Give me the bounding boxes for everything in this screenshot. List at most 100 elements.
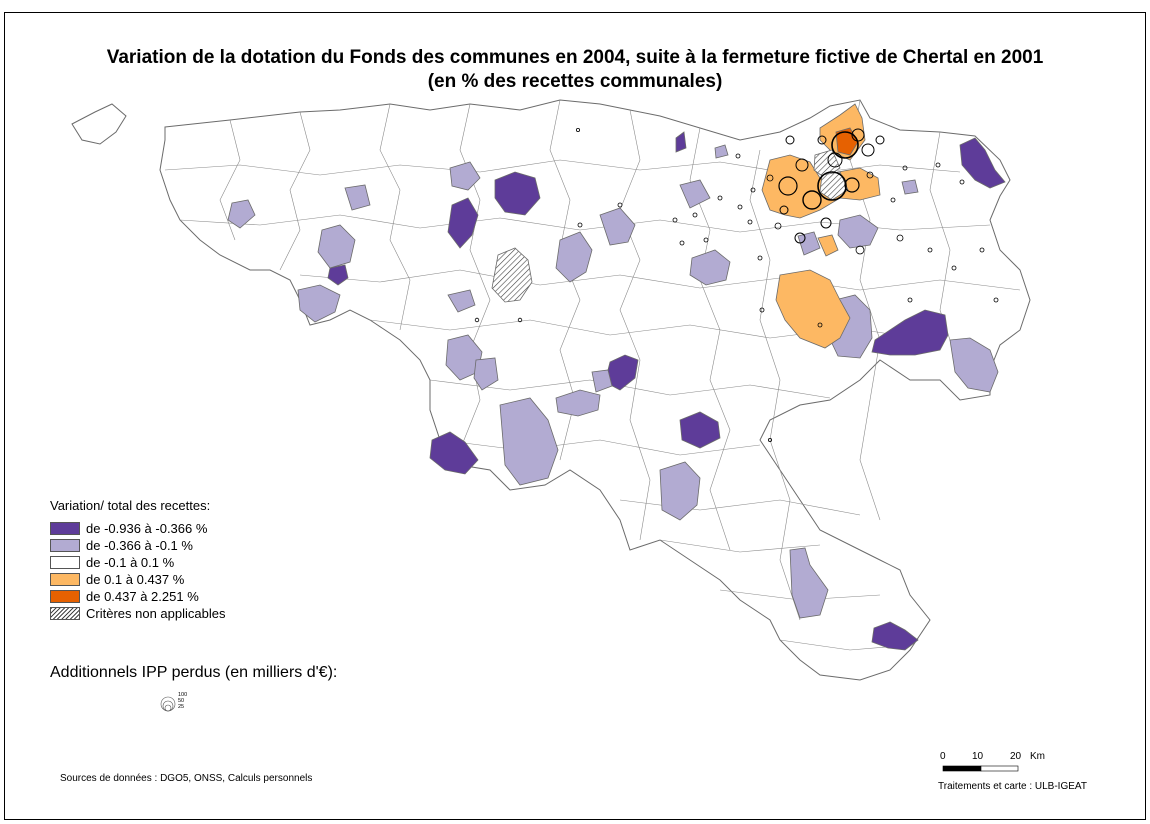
ipp-circle-23	[959, 179, 965, 185]
commune-class-0-6	[871, 309, 949, 356]
ipp-circle-17	[866, 171, 874, 179]
commune-class-1-28	[714, 144, 729, 159]
scale-bar: 0 10 20 Km	[938, 748, 1058, 781]
commune-class-3-36	[817, 234, 839, 257]
commune-class-1-26	[949, 337, 999, 393]
ipp-circle-35	[907, 297, 913, 303]
ipp-circle-38	[474, 317, 480, 323]
ipp-circle-12	[820, 217, 832, 229]
commune-class-0-1	[447, 197, 479, 249]
commune-class-5-38	[491, 247, 533, 303]
commune-class-0-9	[871, 621, 919, 651]
scale-tick-20: 20	[1010, 751, 1022, 762]
commune-class-1-31	[797, 231, 821, 256]
commune-class-3-33	[775, 269, 851, 349]
commune-class-1-20	[555, 389, 601, 417]
ipp-circle-26	[717, 195, 723, 201]
scale-unit: Km	[1030, 751, 1045, 762]
ipp-circle-24	[935, 162, 941, 168]
legend-swatch-5	[50, 607, 80, 620]
legend-row-0: de -0.936 à -0.366 %	[50, 520, 225, 537]
ipp-circle-39	[517, 317, 523, 323]
legend-row-4: de 0.437 à 2.251 %	[50, 588, 225, 605]
commune-class-0-2	[327, 264, 349, 286]
title-line-2: (en % des recettes communales)	[427, 71, 723, 92]
commune-class-1-18	[473, 357, 499, 391]
ipp-circle-15	[794, 232, 806, 244]
commune-class-1-13	[297, 284, 341, 323]
commune-class-1-15	[555, 231, 593, 283]
ipp-circle-36	[993, 297, 999, 303]
ipp-circle-28	[735, 153, 741, 159]
legend-label-2: de -0.1 à 0.1 %	[86, 555, 175, 570]
commune-class-0-5	[429, 431, 479, 475]
commune-class-0-8	[675, 131, 687, 153]
ipp-circle-5	[861, 143, 875, 157]
ipp-circle-6	[851, 128, 865, 142]
ipp-circle-33	[817, 322, 823, 328]
commune-class-1-21	[591, 369, 613, 393]
commune-class-1-10	[344, 184, 371, 211]
ipp-circle-46	[747, 219, 753, 225]
legend: Variation/ total des recettes: de -0.936…	[50, 498, 225, 622]
region-outline	[159, 99, 1031, 681]
legend-title: Variation/ total des recettes:	[50, 498, 211, 513]
choropleth-communes	[227, 103, 1006, 651]
legend-row-2: de -0.1 à 0.1 %	[50, 554, 225, 571]
title-line-1: Variation de la dotation du Fonds des co…	[106, 47, 1044, 68]
ipp-circle-31	[679, 240, 685, 246]
ipp-circle-27	[737, 204, 743, 210]
ipp-circle-21	[927, 247, 933, 253]
credits: Traitements et carte : ULB-IGEAT	[938, 781, 1087, 792]
ipp-circle-16	[855, 245, 865, 255]
ipp-circle-18	[774, 222, 782, 230]
legend-swatch-1	[50, 539, 80, 552]
commune-class-1-16	[447, 289, 476, 313]
scale-tick-0: 0	[940, 751, 946, 762]
commune-class-1-32	[901, 179, 919, 195]
ipp-circle-32	[759, 307, 765, 313]
ipp-circle-2	[802, 190, 822, 210]
ipp-circle-0	[831, 131, 859, 159]
commune-class-1-27	[789, 547, 829, 619]
ipp-circle-9	[785, 135, 795, 145]
scale-tick-10: 10	[972, 751, 984, 762]
ipp-circle-1	[817, 171, 847, 201]
ipp-circle-34	[890, 197, 896, 203]
ipp-circle-44	[692, 212, 698, 218]
legend-row-1: de -0.366 à -0.1 %	[50, 537, 225, 554]
legend-swatch-3	[50, 573, 80, 586]
legend-label-4: de 0.437 à 2.251 %	[86, 589, 199, 604]
ipp-circle-10	[817, 135, 827, 145]
ipp-circle-40	[576, 127, 581, 132]
ipp-circle-7	[827, 152, 843, 168]
commune-class-1-29	[679, 179, 711, 209]
legend-label-1: de -0.366 à -0.1 %	[86, 538, 193, 553]
ipp-circle-41	[768, 437, 773, 442]
commune-class-1-23	[689, 249, 731, 286]
commune-class-1-14	[449, 161, 481, 191]
commune-class-1-12	[317, 224, 356, 269]
legend-label-3: de 0.1 à 0.437 %	[86, 572, 185, 587]
ipp-circle-11	[844, 177, 860, 193]
legend-label-0: de -0.936 à -0.366 %	[86, 521, 208, 536]
legend-row-3: de 0.1 à 0.437 %	[50, 571, 225, 588]
ipp-circle-45	[672, 217, 678, 223]
ipp-circle-14	[766, 174, 774, 182]
legend-swatch-0	[50, 522, 80, 535]
map-frame	[4, 12, 1146, 820]
ipp-legend-title: Additionnels IPP perdus (en milliers d'€…	[50, 664, 338, 681]
ipp-value-25: 25	[178, 704, 184, 710]
ipp-circle-20	[896, 234, 904, 242]
commune-class-0-7	[959, 137, 1006, 189]
ipp-circle-37	[979, 247, 985, 253]
ipp-circle-legend: 100 50 25	[160, 692, 187, 712]
legend-row-5: Critères non applicables	[50, 605, 225, 622]
ipp-circle-13	[779, 205, 789, 215]
map-title: Variation de la dotation du Fonds des co…	[0, 46, 1150, 94]
ipp-circle-8	[875, 135, 885, 145]
data-sources: Sources de données : DGO5, ONSS, Calculs…	[60, 773, 313, 784]
ipp-circle-30	[703, 237, 709, 243]
commune-class-1-19	[499, 397, 559, 486]
enclave-outline	[71, 103, 127, 145]
